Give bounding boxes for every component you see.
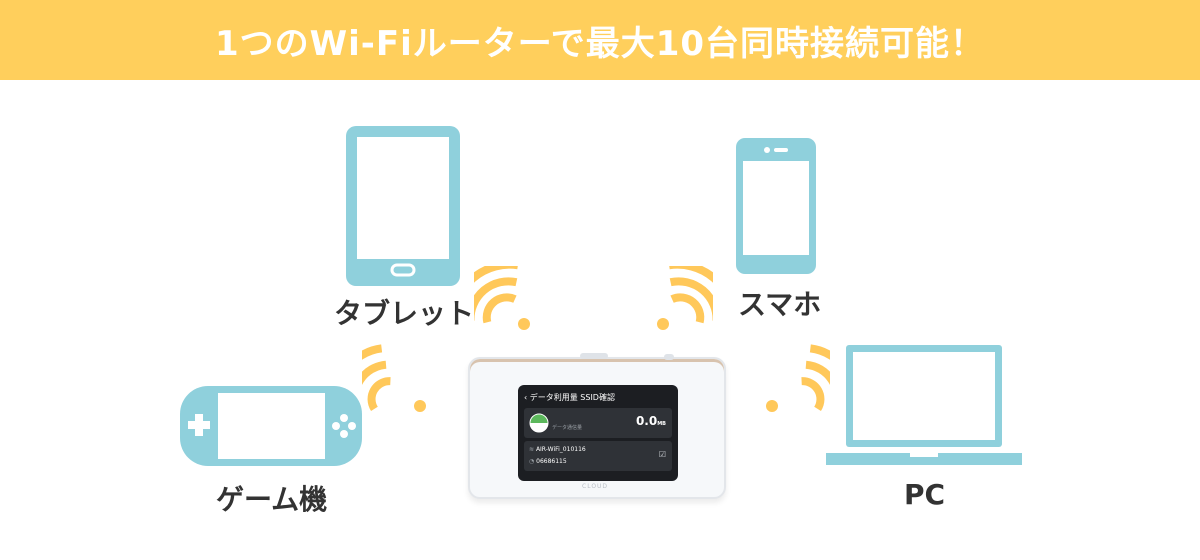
wifi-router: ‹ データ利用量 SSID確認 データ通信量 0.0MB ≋ AIR-WiFi_…: [468, 353, 726, 499]
password-row: ◔ 06686115: [529, 456, 667, 468]
data-usage-value-group: 0.0MB: [636, 414, 666, 428]
back-chevron-icon: ‹: [524, 393, 530, 402]
ssid-row: ≋ AIR-WiFi_010116: [529, 444, 667, 456]
router-power-button: [664, 354, 674, 360]
game-console-label: ゲーム機: [216, 483, 328, 516]
ssid-value: AIR-WiFi_010116: [535, 446, 586, 453]
router-brand: CLOUD: [582, 483, 609, 490]
wifi-signal-icon-upper-right: [633, 266, 713, 334]
password-value: 06686115: [536, 458, 567, 465]
header-banner: 1つのWi-Fiルーターで最大10台同時接続可能！: [0, 0, 1200, 80]
game-console-icon: [178, 384, 364, 468]
screen-title: データ利用量 SSID確認: [529, 393, 615, 402]
data-usage-value: 0.0: [635, 414, 658, 428]
ssid-card: ≋ AIR-WiFi_010116 ◔ 06686115 ☑: [524, 441, 672, 471]
laptop-icon: [824, 343, 1024, 467]
wifi-small-icon: ≋: [529, 446, 536, 453]
router-top-button: [580, 353, 608, 359]
banner-title: 1つのWi-Fiルーターで最大10台同時接続可能！: [214, 23, 986, 64]
tablet-label: タブレット: [334, 297, 475, 330]
data-usage-unit: MB: [657, 421, 666, 427]
wifi-signal-icon-upper-left: [474, 266, 554, 334]
data-gauge-icon: [529, 413, 549, 433]
pc-label: PC: [904, 478, 946, 511]
tablet-icon: [344, 124, 462, 288]
screen-header: ‹ データ利用量 SSID確認: [524, 391, 672, 405]
lock-icon: ◔: [529, 458, 537, 465]
edit-icon: ☑: [658, 450, 666, 459]
smartphone-icon: [735, 137, 817, 275]
data-usage-label: データ通信量: [552, 425, 583, 431]
wifi-signal-icon-left: [362, 344, 434, 418]
router-screen: ‹ データ利用量 SSID確認 データ通信量 0.0MB ≋ AIR-WiFi_…: [518, 385, 678, 481]
data-usage-card: データ通信量 0.0MB: [524, 408, 672, 438]
smartphone-label: スマホ: [738, 288, 822, 321]
wifi-signal-icon-right: [758, 344, 830, 418]
